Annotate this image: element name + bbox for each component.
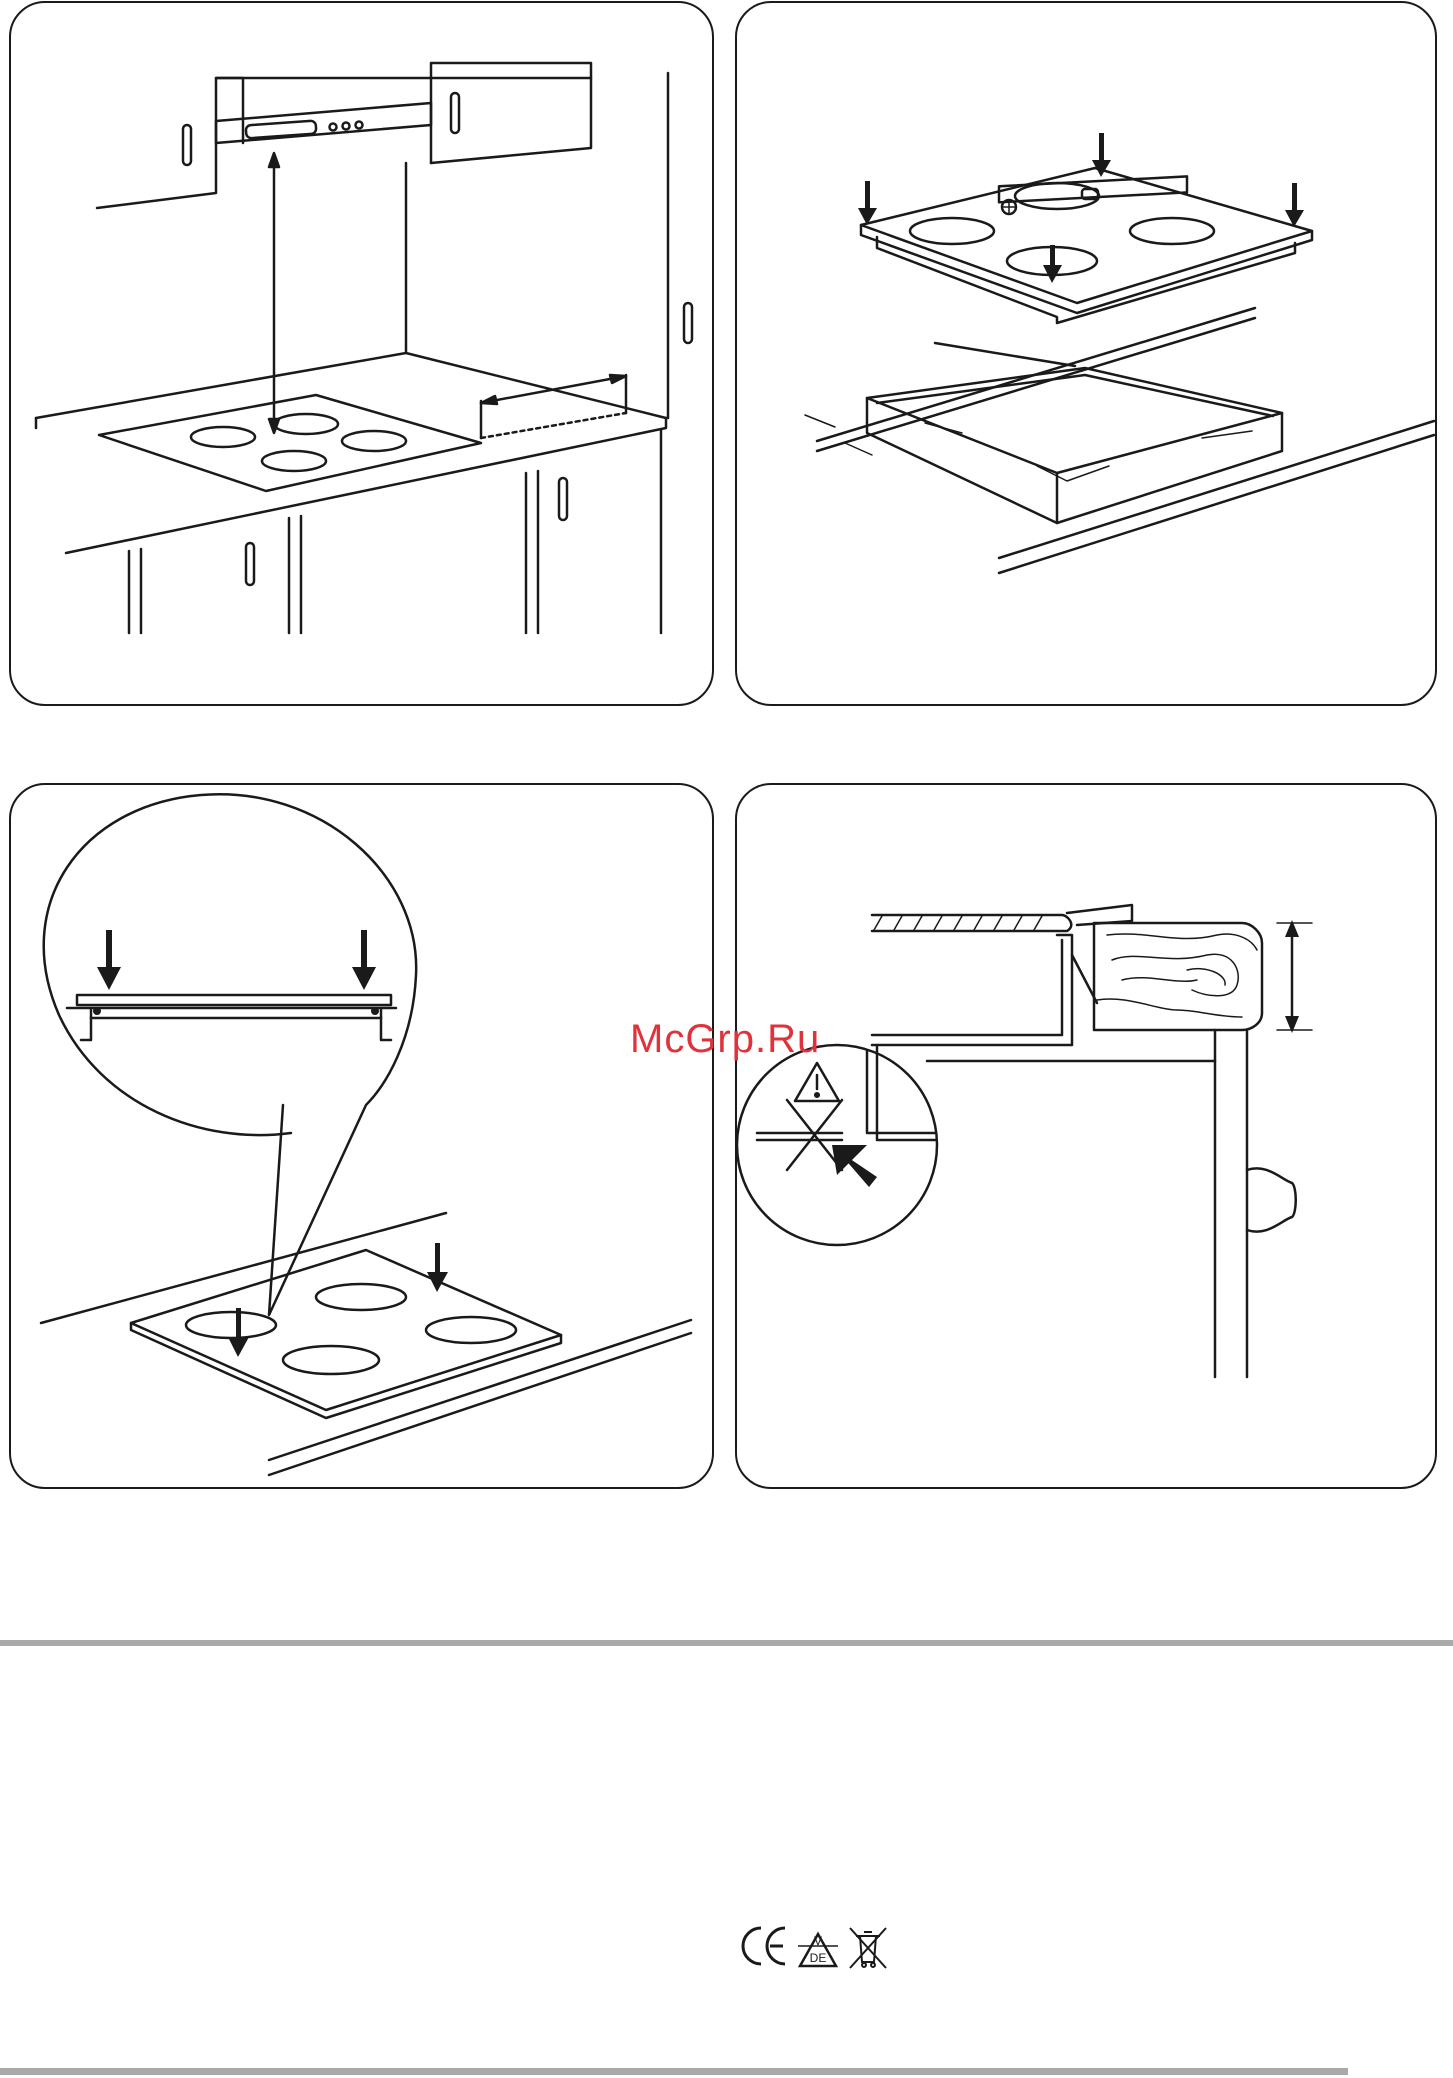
- seal-illustration: [11, 785, 714, 1489]
- panel-hob-levelling: [735, 1, 1437, 706]
- levelling-illustration: [737, 3, 1437, 706]
- ce-mark-icon: [743, 1928, 785, 1964]
- vde-letter-v: V: [814, 1934, 822, 1948]
- weee-bin-icon: [850, 1928, 886, 1968]
- panel-cross-section: [735, 783, 1437, 1489]
- cross-section-illustration: [737, 785, 1437, 1489]
- watermark: McGrp.Ru: [630, 1017, 820, 1062]
- certification-marks: V DE: [728, 1918, 898, 1983]
- vde-mark-icon: V DE: [798, 1934, 838, 1966]
- panel-hob-seal: [9, 783, 714, 1489]
- cert-marks-svg: V DE: [728, 1918, 898, 1978]
- divider-bottom: [0, 2068, 1348, 2075]
- vde-letters-de: DE: [810, 1951, 827, 1965]
- divider-top: [0, 1640, 1453, 1646]
- panel-kitchen-installation: [9, 1, 714, 706]
- kitchen-illustration: [11, 3, 714, 706]
